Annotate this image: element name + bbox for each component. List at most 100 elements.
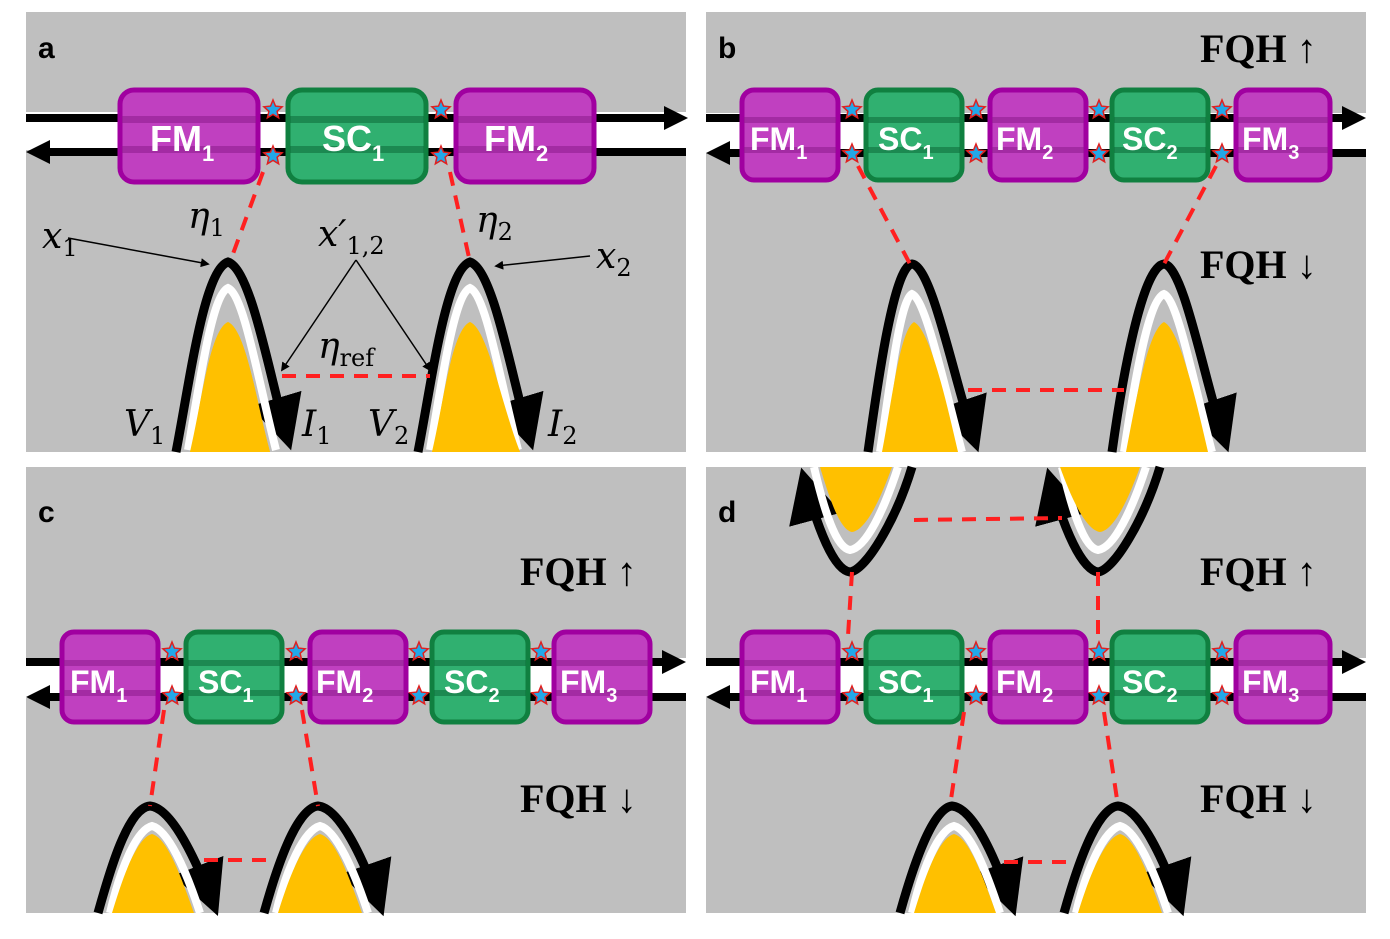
block-sc1-a [285,87,429,185]
star-icon [1088,142,1110,164]
block-sc2-d-label: SC2 [1122,664,1178,707]
star-icon [1211,640,1233,662]
star-icon [841,640,863,662]
edge-arc-2-d-lower [1059,801,1192,917]
star-icon [965,98,987,120]
gates-d-upper [789,465,1165,577]
block-fm1-a-stripe [122,116,256,123]
gate-1-b [882,322,958,452]
arrow-right-icon [1342,650,1366,674]
fqh-down-label-c: FQH ↓ [520,776,637,821]
block-fm2-a-label: FM2 [484,118,548,166]
label-V1: V1 [124,404,165,450]
tunnel-link-2-a [448,171,472,263]
block-fm1-b [739,87,841,183]
gate-1-a-fill [190,322,270,452]
edge-arc-1-d-lower [895,801,1024,917]
tunnel-link-lower-1-d [948,711,966,807]
panel-label-b: b [718,32,736,65]
label-x12-prime: x′1,2 [318,214,385,260]
block-sc2-b-label: SC2 [1122,121,1178,164]
panel-label-d: d [718,496,736,529]
star-icon [262,98,284,120]
block-fm1-c-stripe [64,660,156,666]
fqh-up-label-d: FQH ↑ [1200,549,1317,594]
star-icon [430,98,452,120]
edge-arc-1-a [171,257,302,453]
block-fm2-b [987,87,1089,183]
links-a [228,171,472,378]
block-fm1-a-label: FM1 [150,118,214,166]
gate-1-d-upper [820,467,892,532]
pointer-x12-right [355,259,432,372]
block-sc2-c-label: SC2 [444,664,500,707]
edge-arc-1-d-upper-white [810,465,902,555]
star-icon [1211,142,1233,164]
block-fm1-a [117,87,261,185]
gates-a [171,257,544,453]
chain-a: FM1 SC1 FM2 [26,87,688,185]
block-fm3-b [1233,87,1333,183]
arrow-right-icon [662,650,686,674]
block-fm2-d-stripe2 [992,690,1084,696]
block-sc1-d [863,629,965,725]
star-icon [530,684,552,706]
block-fm1-c [59,629,161,725]
block-fm3-c-stripe2 [556,690,648,696]
arrow-right-icon [1342,106,1366,130]
block-sc1-a-stripe2 [290,146,424,153]
block-fm2-c-stripe [312,660,404,666]
block-fm2-d [987,629,1089,725]
star-icon [530,640,552,662]
gates-d-lower [895,801,1192,917]
block-fm3-b-stripe [1238,117,1328,123]
star-icon [285,684,307,706]
block-fm2-d-stripe [992,660,1084,666]
block-fm2-a-stripe [458,116,592,123]
edge-arc-2-c-white [272,821,372,915]
block-sc1-b-stripe [868,117,960,123]
block-sc1-a-label: SC1 [322,118,384,166]
pointer-x1 [67,237,210,268]
panel-b [706,12,1366,452]
block-fm1-c-label: FM1 [70,664,127,707]
edge-arc-2-a-white [426,283,522,451]
label-I2: I2 [547,404,578,450]
star-icon [841,142,863,164]
edge-arc-2-d-upper-white [1058,465,1150,555]
star-icon [965,684,987,706]
block-sc1-c [183,629,285,725]
gate-2-b [1126,322,1208,452]
block-sc2-d [1109,629,1211,725]
block-fm3-d-stripe2 [1238,690,1328,696]
block-sc2-c-stripe2 [434,690,526,696]
block-fm3-b-stripe2 [1238,147,1328,153]
block-sc1-c-stripe [188,660,280,666]
gate-2-a-fill [432,322,520,452]
fqh-up-label-c: FQH ↑ [520,549,637,594]
tunnel-link-1-b [856,165,912,265]
block-sc1-d-label: SC1 [878,664,934,707]
block-fm2-b-stripe2 [992,147,1084,153]
block-sc2-b [1109,87,1211,183]
fqh-down-label-b: FQH ↓ [1200,242,1317,287]
star-icon [841,684,863,706]
star-icon [1088,684,1110,706]
block-sc1-d-stripe [868,660,960,666]
block-fm1-d-label: FM1 [750,664,807,707]
block-fm3-b-label: FM3 [1242,121,1299,164]
label-x2: x2 [596,236,632,282]
block-fm2-a [453,87,597,185]
block-sc1-b-label: SC1 [878,121,934,164]
gate-1-d-lower [914,834,996,913]
block-sc2-c [429,629,531,725]
block-fm3-c-label: FM3 [560,664,617,707]
gate-2-d-lower [1078,834,1162,913]
tunnel-link-1-c [148,709,166,807]
edge-arc-1-b [863,259,987,453]
label-eta-ref: ηref [318,326,376,372]
star-icon [965,640,987,662]
star-icon [161,640,183,662]
block-fm1-b-stripe2 [744,147,836,153]
